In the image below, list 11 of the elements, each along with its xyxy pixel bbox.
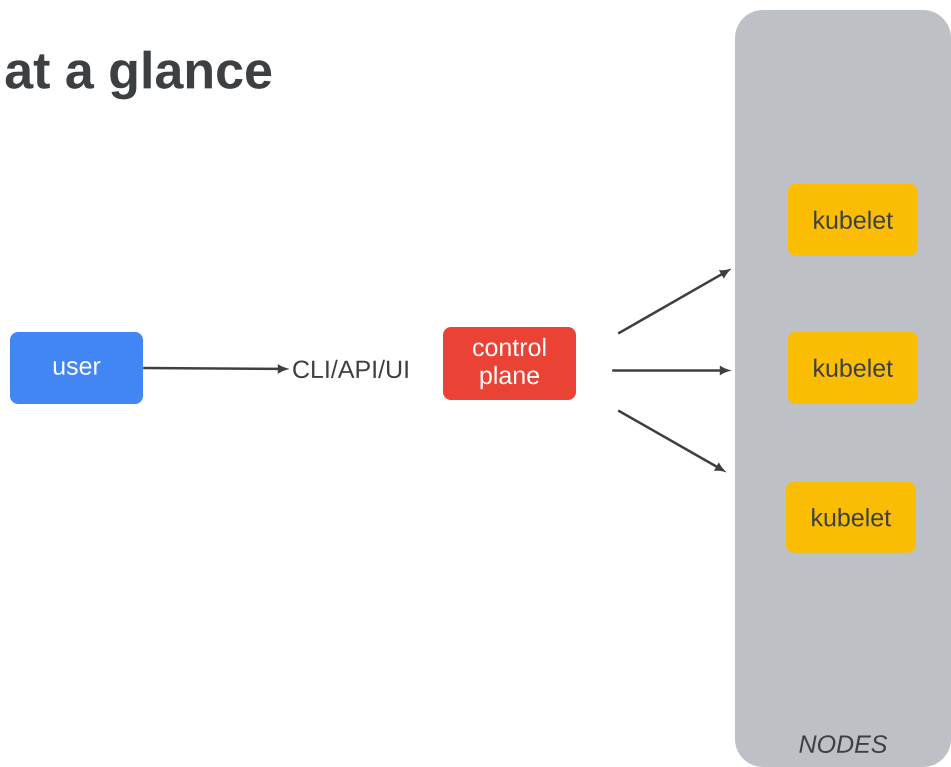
arrow bbox=[612, 366, 729, 374]
arrow bbox=[143, 364, 286, 373]
kubelet-box: kubelet bbox=[788, 332, 918, 404]
title: at a glance bbox=[6, 50, 272, 100]
interface-label: CLI/API/UI bbox=[293, 360, 408, 378]
control-plane-box: control plane bbox=[443, 326, 576, 400]
arrow bbox=[618, 270, 730, 335]
user-box: user bbox=[10, 332, 143, 404]
arrow bbox=[618, 409, 724, 472]
kubelet-box: kubelet bbox=[786, 482, 916, 553]
kubelet-box: kubelet bbox=[788, 184, 918, 256]
